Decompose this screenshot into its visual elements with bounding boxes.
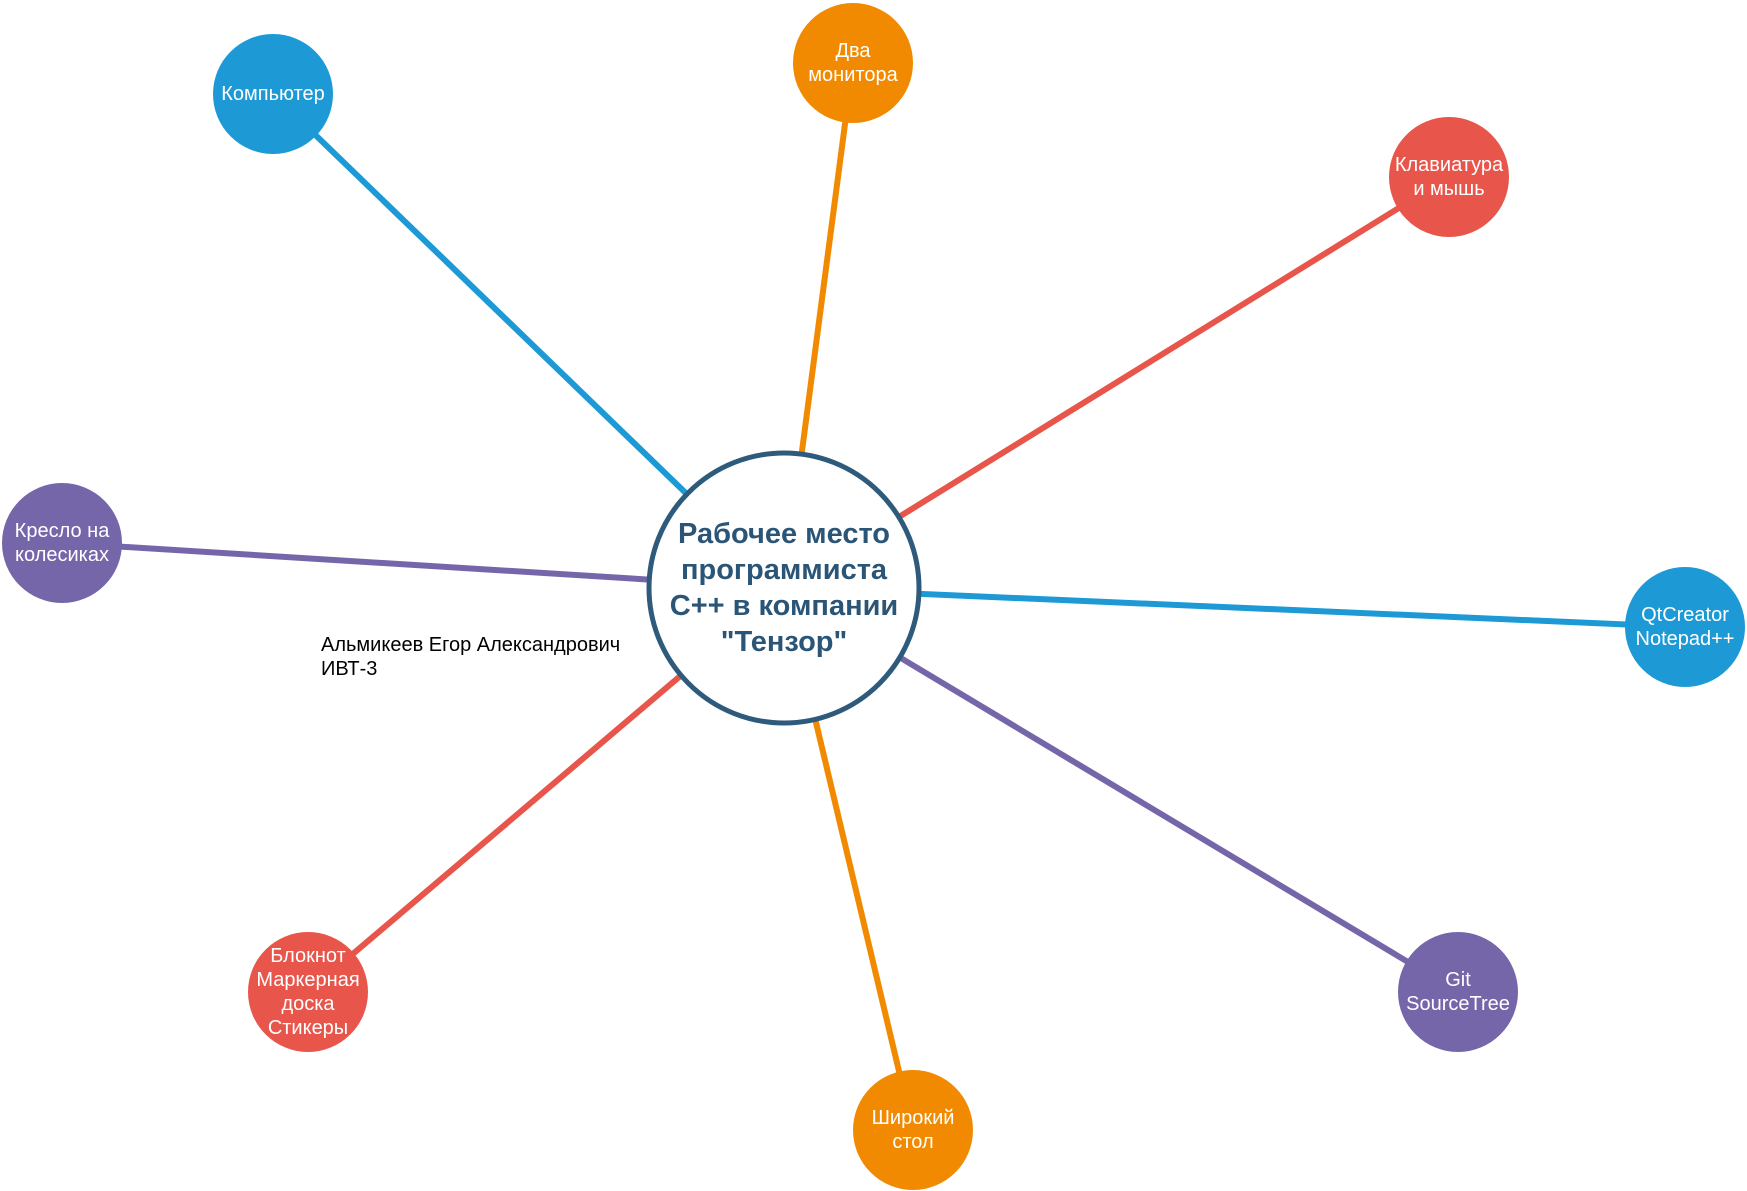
author-group: ИВТ-3 xyxy=(321,658,378,680)
node-label-git-line-2: SourceTree xyxy=(1406,993,1510,1015)
node-label-qtcreator-line-1: QtCreator xyxy=(1641,604,1729,626)
node-label-computer-line-1: Компьютер xyxy=(221,83,325,105)
node-label-chair-line-1: Кресло на xyxy=(15,520,111,542)
node-circle-wide-desk[interactable] xyxy=(853,1070,973,1190)
node-label-chair-line-2: колесиках xyxy=(15,544,109,566)
author-caption: Альмикеев Егор Александрович ИВТ-3 xyxy=(321,633,620,681)
node-circle-qtcreator[interactable] xyxy=(1625,567,1745,687)
central-topic-circle[interactable] xyxy=(646,450,922,726)
central-topic-label-line-1: Рабочее место xyxy=(678,518,890,550)
node-label-notebook-line-3: доска xyxy=(281,993,335,1015)
node-circle-keyboard-mouse[interactable] xyxy=(1389,117,1509,237)
central-topic-label-line-2: программиста xyxy=(681,554,888,586)
node-label-wide-desk-line-1: Широкий xyxy=(872,1107,955,1129)
node-label-git-line-1: Git xyxy=(1445,969,1471,991)
node-circle-notebook[interactable] xyxy=(248,932,368,1052)
node-circle-computer[interactable] xyxy=(213,34,333,154)
node-label-two-monitors-line-1: Два xyxy=(835,40,871,62)
node-circle-git[interactable] xyxy=(1398,932,1518,1052)
node-label-notebook-line-4: Стикеры xyxy=(268,1017,348,1039)
node-label-keyboard-mouse-line-2: и мышь xyxy=(1413,178,1484,200)
node-circle-two-monitors[interactable] xyxy=(793,3,913,123)
central-topic-label-line-4: "Тензор" xyxy=(721,626,848,658)
node-label-notebook-line-1: Блокнот xyxy=(270,945,346,967)
node-label-two-monitors-line-2: монитора xyxy=(808,64,898,86)
connector-qtcreator xyxy=(783,585,1686,630)
node-label-qtcreator-line-2: Notepad++ xyxy=(1636,628,1735,650)
node-label-notebook-line-2: Маркерная xyxy=(256,969,359,991)
node-label-keyboard-mouse-line-1: Клавиатура xyxy=(1395,154,1504,176)
node-circle-chair[interactable] xyxy=(2,483,122,603)
author-name: Альмикеев Егор Александрович xyxy=(321,634,621,656)
central-topic-label-line-3: С++ в компании xyxy=(670,590,899,622)
node-computer[interactable]: Компьютер xyxy=(213,34,333,154)
node-label-wide-desk-line-2: стол xyxy=(892,1131,933,1153)
